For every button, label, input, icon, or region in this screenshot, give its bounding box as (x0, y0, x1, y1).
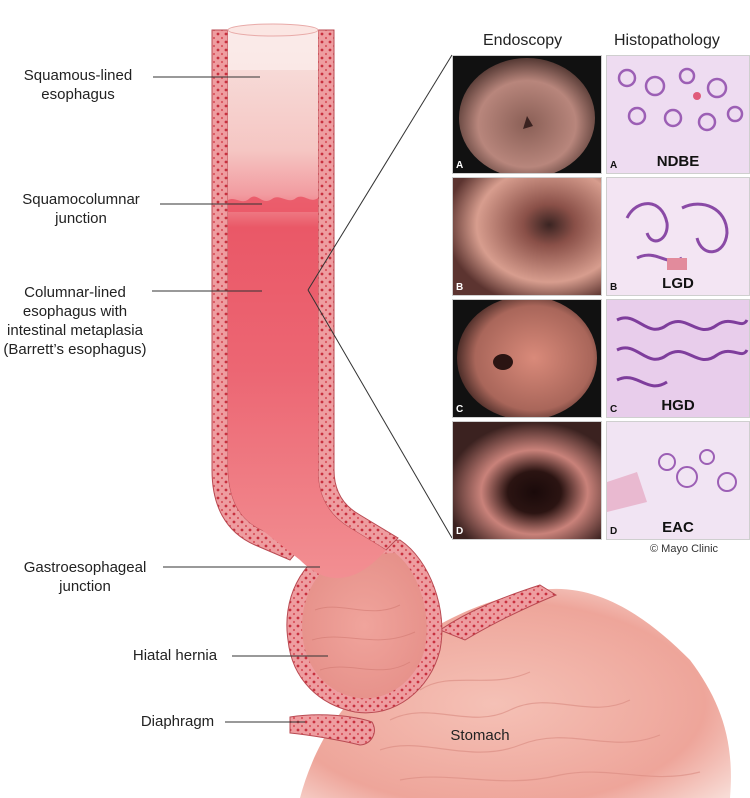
squamocolumnar-junction-line (228, 196, 318, 212)
label-leaders (152, 76, 328, 723)
histopathology-letter-a: A (610, 160, 618, 171)
histopathology-letter-c: C (610, 404, 618, 415)
stomach-folds (379, 671, 701, 782)
histopathology-image-c: C HGD (606, 299, 750, 418)
endoscopy-image-d: D (452, 421, 602, 540)
label-diaphragm: Diaphragm (140, 713, 215, 730)
endoscopy-image-b: B (452, 177, 602, 296)
histopathology-image-d: D EAC (606, 421, 750, 540)
histopathology-letter-d: D (610, 526, 618, 537)
stomach-wall (438, 584, 558, 641)
endoscopy-letter-a: A (456, 160, 464, 171)
histopathology-image-b: B LGD (606, 177, 750, 296)
grade-ndbe: NDBE (656, 153, 700, 170)
header-endoscopy: Endoscopy (483, 32, 563, 49)
esophagus-lumen (228, 30, 386, 579)
label-hiatal-hernia: Hiatal hernia (132, 647, 218, 664)
endoscopy-image-a: A (452, 55, 602, 174)
endoscopy-letter-c: C (456, 404, 464, 415)
label-stomach: Stomach (450, 727, 510, 744)
grade-hgd: HGD (661, 397, 695, 414)
endoscopy-letter-d: D (456, 526, 464, 537)
esophagus-wall-right (317, 29, 399, 551)
copyright-credit: © Mayo Clinic (650, 543, 719, 555)
endoscopy-image-c: C (452, 299, 602, 418)
grade-lgd: LGD (662, 275, 694, 292)
panel-callout-lines (307, 54, 453, 539)
grade-eac: EAC (662, 519, 694, 536)
header-histopathology: Histopathology (614, 32, 720, 49)
histopathology-letter-b: B (610, 282, 618, 293)
diaphragm-wall (289, 714, 375, 746)
endoscopy-letter-b: B (456, 282, 464, 293)
histopathology-image-a: A NDBE (606, 55, 750, 174)
